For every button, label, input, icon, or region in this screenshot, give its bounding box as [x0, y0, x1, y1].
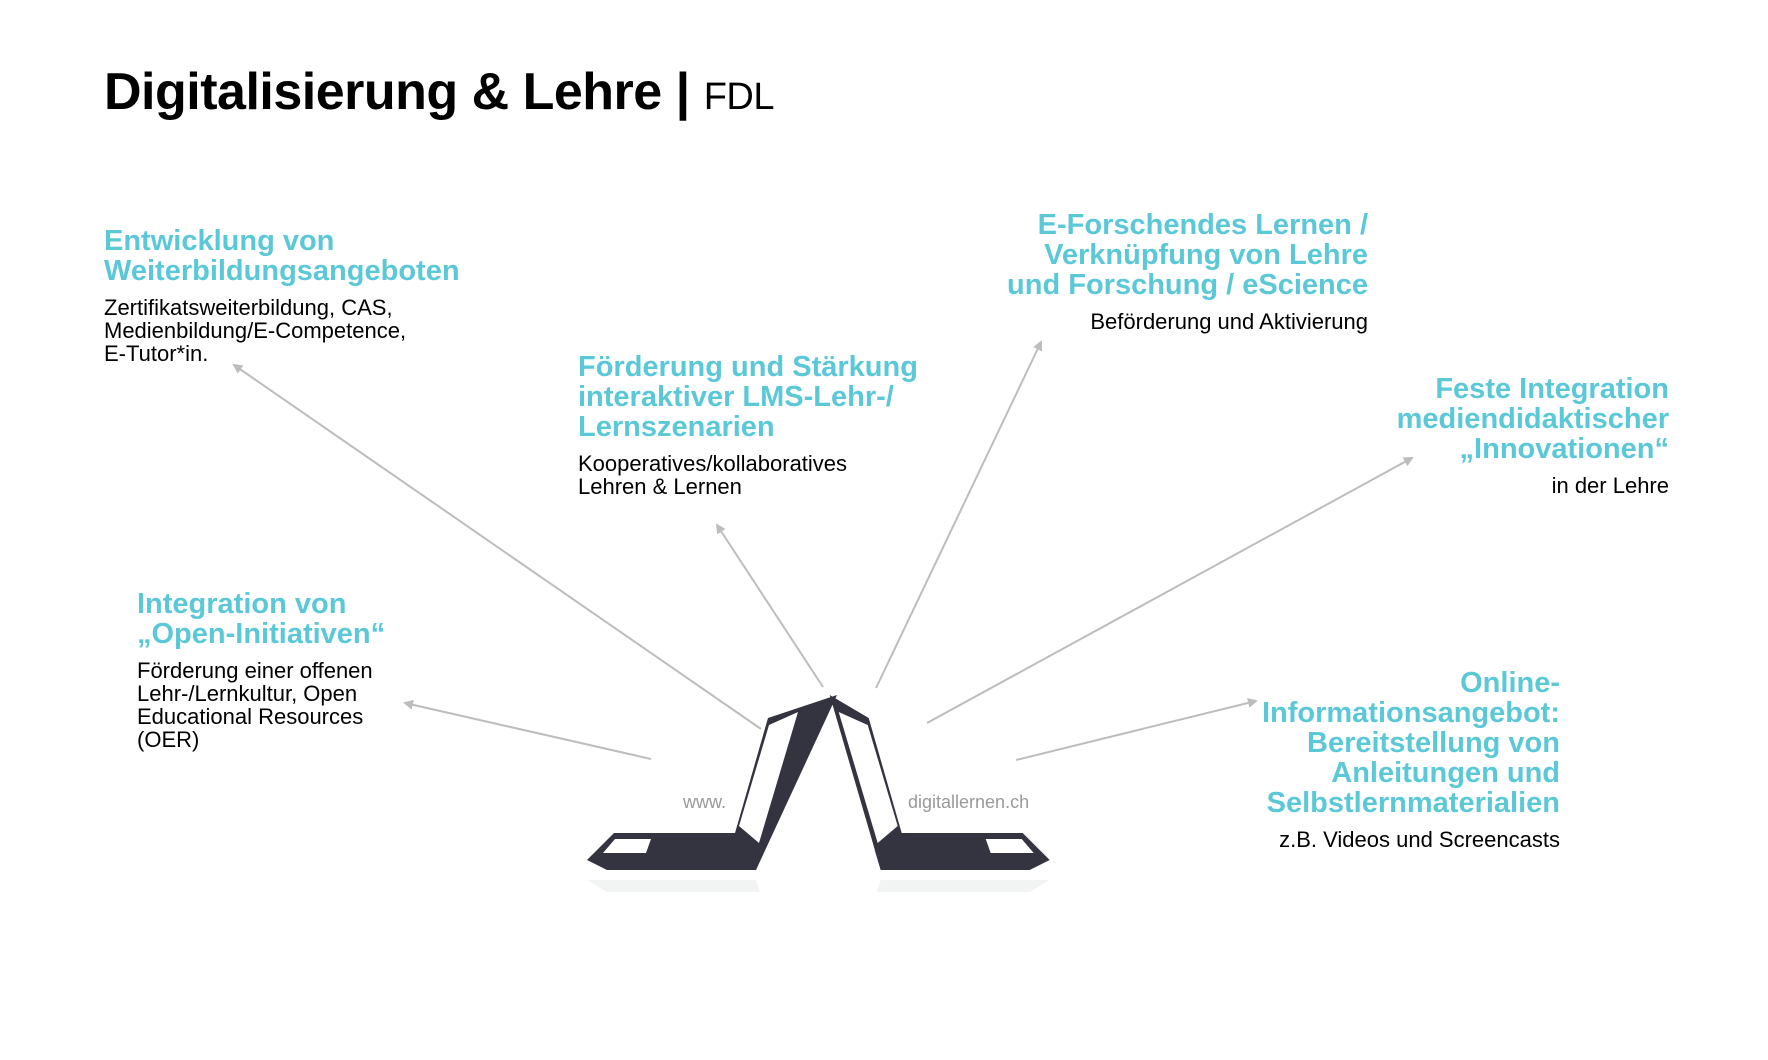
title-sub: FDL: [703, 76, 775, 118]
block-heading: E-Forschendes Lernen / Verknüpfung von L…: [1007, 209, 1368, 301]
arrow-online: [1015, 698, 1258, 761]
block-text: Kooperatives/kollaboratives Lehren & Ler…: [578, 451, 848, 499]
block-lms: Förderung und Stärkung interaktiver LMS-…: [578, 352, 918, 498]
arrow-forschung: [875, 340, 1043, 689]
block-weiterbildung: Entwicklung von Weiterbildungsangeboten …: [104, 226, 460, 365]
block-text: z.B. Videos und Screencasts: [1279, 827, 1560, 852]
block-heading: Integration von „Open-Initiativen“: [137, 588, 386, 650]
laptop-right-icon: [829, 695, 1050, 892]
page-title: Digitalisierung & Lehre | FDL: [104, 62, 774, 122]
block-text: Förderung einer offenen Lehr-/Lernkultur…: [137, 658, 373, 752]
block-heading: Feste Integration mediendidaktischer „In…: [1396, 373, 1669, 465]
url-prefix-label: www.: [683, 792, 727, 812]
laptop-left-icon: [587, 695, 837, 892]
title-separator: |: [675, 63, 691, 121]
block-open: Integration von „Open-Initiativen“ Förde…: [137, 589, 385, 751]
block-forschung: E-Forschendes Lernen / Verknüpfung von L…: [1007, 210, 1368, 333]
block-online: Online- Informationsangebot: Bereitstell…: [1262, 668, 1560, 851]
arrow-innovationen: [926, 457, 1414, 724]
block-text: Zertifikatsweiterbildung, CAS, Medienbil…: [104, 295, 407, 366]
url-domain-label: digitallernen.ch: [908, 792, 1030, 812]
block-text: Beförderung und Aktivierung: [1090, 309, 1368, 334]
block-heading: Online- Informationsangebot: Bereitstell…: [1261, 667, 1560, 819]
block-text: in der Lehre: [1551, 473, 1669, 498]
arrow-weiterbildung: [232, 363, 762, 730]
title-main: Digitalisierung & Lehre: [104, 63, 662, 121]
arrow-open: [403, 699, 652, 760]
arrow-lms: [715, 523, 824, 688]
block-heading: Entwicklung von Weiterbildungsangeboten: [104, 225, 460, 287]
block-innovationen: Feste Integration mediendidaktischer „In…: [1397, 374, 1669, 497]
block-heading: Förderung und Stärkung interaktiver LMS-…: [578, 351, 918, 443]
